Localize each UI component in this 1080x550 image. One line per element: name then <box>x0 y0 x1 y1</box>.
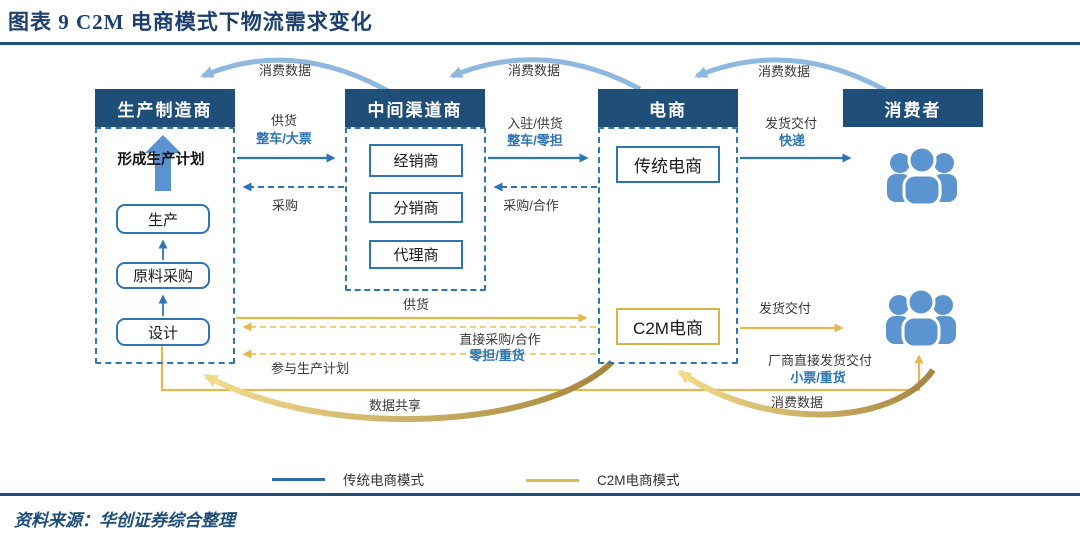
label-entry-supply: 入驻/供货 <box>507 116 563 131</box>
label-direct-delivery: 厂商直接发货交付 <box>767 353 873 368</box>
label-mode-small-heavy: 小票/重货 <box>790 370 846 385</box>
curve-data-share <box>203 359 615 423</box>
label-consumer-data-1: 消费数据 <box>258 63 312 78</box>
step-production: 生产 <box>116 204 210 234</box>
consumers-icon <box>886 287 956 349</box>
feedback-arc-consumer-to-ec <box>694 57 887 93</box>
label-purchase-coop: 采购/合作 <box>503 198 559 213</box>
feedback-arc-mid-to-mfr <box>200 57 390 94</box>
label-mode-express: 快递 <box>778 133 806 148</box>
traditional-ecommerce-box: 传统电商 <box>616 146 720 183</box>
label-mode-ltl-heavy: 零担/重货 <box>469 348 525 363</box>
consumers-icon <box>887 145 957 207</box>
label-consumer-data-2: 消费数据 <box>507 63 561 78</box>
production-plan-block-arrow <box>145 135 181 191</box>
curve-consumer-data-back <box>677 368 936 418</box>
production-plan-label: 形成生产计划 <box>117 152 205 168</box>
header-middleman: 中间渠道商 <box>345 89 485 127</box>
feedback-arc-ec-to-mid <box>449 57 642 92</box>
label-data-share: 数据共享 <box>368 398 422 413</box>
label-supply-1: 供货 <box>270 113 298 128</box>
step-materials: 原料采购 <box>116 262 210 289</box>
label-consumer-data-bottom: 消费数据 <box>770 395 824 410</box>
figure-title: 图表 9 C2M 电商模式下物流需求变化 <box>8 10 373 34</box>
title-divider <box>0 42 1080 45</box>
label-supply-2: 供货 <box>402 297 430 312</box>
item-distributor: 分销商 <box>369 192 463 223</box>
manufacturer-box <box>95 127 235 364</box>
header-manufacturer: 生产制造商 <box>95 89 235 127</box>
label-mode-ftl-ltl: 整车/零担 <box>507 133 563 148</box>
c2m-ecommerce-box: C2M电商 <box>616 308 720 345</box>
bottom-divider <box>0 493 1080 496</box>
line-mfr-direct-delivery <box>160 346 924 392</box>
label-mode-ftl-bulk: 整车/大票 <box>256 131 312 146</box>
label-join-plan: 参与生产计划 <box>270 361 350 376</box>
middleman-box <box>345 127 486 291</box>
label-consumer-data-3: 消费数据 <box>757 64 811 79</box>
item-dealer: 经销商 <box>369 144 463 177</box>
legend-label-c2m: C2M电商模式 <box>597 473 680 488</box>
label-purchase: 采购 <box>271 198 299 213</box>
source-note: 资料来源：华创证券综合整理 <box>14 511 235 530</box>
item-agent: 代理商 <box>369 240 463 269</box>
label-delivery-2: 发货交付 <box>758 301 812 316</box>
label-delivery-1: 发货交付 <box>764 116 818 131</box>
legend-line-traditional <box>272 478 325 481</box>
header-ecommerce: 电商 <box>598 89 738 127</box>
legend-line-c2m <box>526 479 579 482</box>
label-direct-purchase: 直接采购/合作 <box>459 332 541 347</box>
header-consumer: 消费者 <box>843 89 983 127</box>
step-design: 设计 <box>116 318 210 346</box>
legend-label-traditional: 传统电商模式 <box>343 473 424 488</box>
ecommerce-box <box>598 127 738 364</box>
